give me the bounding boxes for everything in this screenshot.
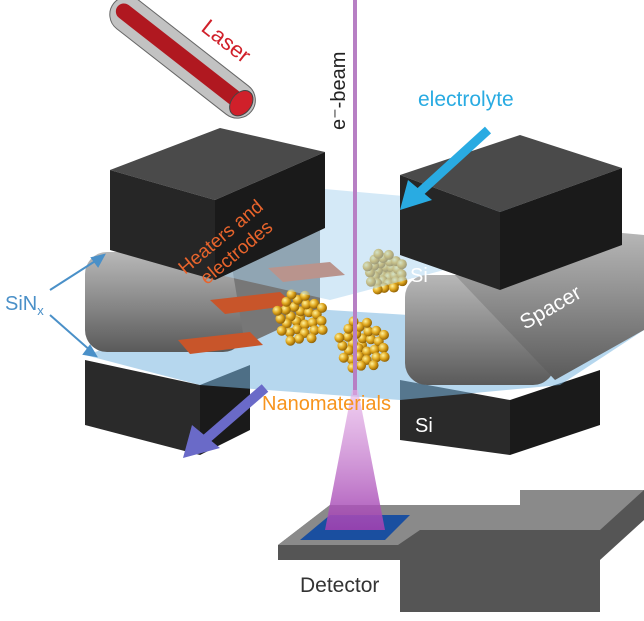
nanoparticle [306, 333, 317, 344]
nanoparticle [371, 325, 382, 336]
nanomaterials-label: Nanomaterials [262, 393, 391, 415]
nanoparticle [368, 360, 379, 371]
detector-label: Detector [300, 574, 379, 597]
nanoparticle [281, 296, 292, 307]
nanoparticle [338, 352, 349, 363]
nanoparticle [285, 335, 296, 346]
nanoparticle [362, 317, 373, 328]
nanoparticle [343, 323, 354, 334]
sinx-label: SiNx [5, 293, 44, 318]
nanoparticle [378, 329, 389, 340]
nanoparticle [303, 307, 314, 318]
nanoparticle [356, 360, 367, 371]
nanoparticle [365, 334, 376, 345]
nanoparticle [379, 351, 390, 362]
nanoparticle [362, 346, 373, 357]
electrolyte-label: electrolyte [418, 88, 514, 111]
laser-fiber [109, 0, 256, 119]
transmitted-beam-cone [325, 390, 385, 530]
nanoparticle [280, 304, 291, 315]
nanoparticle [388, 282, 399, 293]
nanoparticle [337, 340, 348, 351]
nanoparticle [307, 317, 318, 328]
nanoparticle [286, 289, 297, 300]
nanoparticle [276, 325, 287, 336]
nanoparticle [378, 342, 389, 353]
si-top-left [110, 128, 325, 280]
electrolyte-arrow [400, 126, 492, 210]
nanoparticle [300, 319, 311, 330]
nanoparticle [272, 305, 283, 316]
nanoparticle [369, 344, 380, 355]
si-bottom-right [400, 370, 600, 455]
nanoparticle [371, 352, 382, 363]
outflow-arrow [183, 384, 269, 458]
nanoparticle [334, 332, 345, 343]
nanoparticle [294, 333, 305, 344]
nanoparticle [275, 313, 286, 324]
nanoparticle [309, 325, 320, 336]
ebeam-label: e⁻-beam [328, 52, 350, 130]
nanoparticle [316, 315, 327, 326]
si-bottom-label: Si [415, 415, 433, 437]
si-top-right [400, 135, 622, 290]
si-top-label: Si [410, 265, 428, 287]
nanoparticle [309, 298, 320, 309]
nanoparticle [284, 327, 295, 338]
sinx-arrows [49, 253, 106, 358]
nanoparticle [317, 324, 328, 335]
nanoparticle [316, 302, 327, 313]
nanoparticle [363, 326, 374, 337]
nanoparticle [301, 299, 312, 310]
nanoparticle [342, 331, 353, 342]
